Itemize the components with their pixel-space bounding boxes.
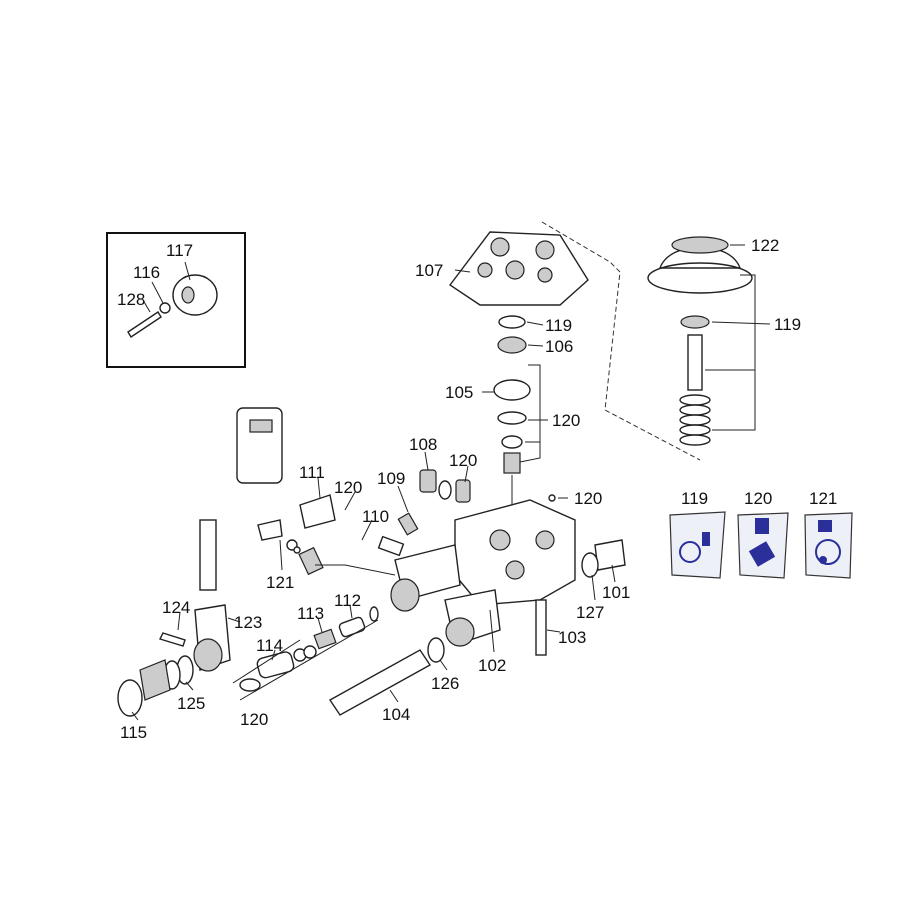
label-114: 114 [256,636,283,655]
part-117-cap [172,274,218,316]
part-124-clip [159,632,186,647]
part-122-piston-assembly [647,236,756,446]
part-114 [256,651,295,679]
leader-lines [131,244,771,721]
label-101: 101 [602,583,630,602]
label-128: 128 [117,290,145,309]
repair-kit-120 [737,512,789,579]
label-103: 103 [558,628,586,647]
label-108: 108 [409,435,437,454]
part-111 [299,494,336,529]
label-107: 107 [415,261,443,280]
label-116: 116 [133,263,160,282]
label-120: 120 [574,489,602,508]
label-kit-121: 121 [809,489,837,508]
label-105: 105 [445,383,473,402]
label-123: 123 [234,613,262,632]
label-111: 111 [299,463,325,482]
label-124: 124 [162,598,190,617]
part-101-plug [594,539,626,571]
misc-parts [117,407,626,717]
part-123-stem [199,519,217,591]
label-112: 112 [334,591,361,610]
label-115: 115 [120,723,147,742]
label-120: 120 [240,710,268,729]
label-126: 126 [431,674,459,693]
inset-box: 117 116 128 [106,232,246,368]
part-107-head [448,231,589,306]
part-112 [338,616,366,638]
part-116-washer [159,302,171,314]
valve-stack [493,315,541,560]
label-106: 106 [545,337,573,356]
label-102: 102 [478,656,506,675]
part-128-bolt [127,311,162,338]
part-103-bolt [535,599,547,656]
part-115-plug [139,659,171,701]
label-kit-120: 120 [744,489,772,508]
part-guard [236,407,283,484]
label-125: 125 [177,694,205,713]
part-113-spring [313,628,337,650]
label-kit-119: 119 [681,489,708,508]
label-121: 121 [266,573,294,592]
label-119: 119 [774,315,801,334]
label-120: 120 [334,478,362,497]
label-120: 120 [552,411,580,430]
label-120: 120 [449,451,477,470]
label-127: 127 [576,603,604,622]
part-102-pump-body [390,499,576,647]
part-104-tube [328,649,432,716]
repair-kit-119 [669,511,726,579]
label-122: 122 [751,236,779,255]
repair-kit-121 [804,512,853,579]
label-119: 119 [545,316,572,335]
label-117: 117 [166,241,193,260]
label-104: 104 [382,705,410,724]
label-109: 109 [377,469,405,488]
label-113: 113 [297,604,324,623]
label-110: 110 [362,507,389,526]
